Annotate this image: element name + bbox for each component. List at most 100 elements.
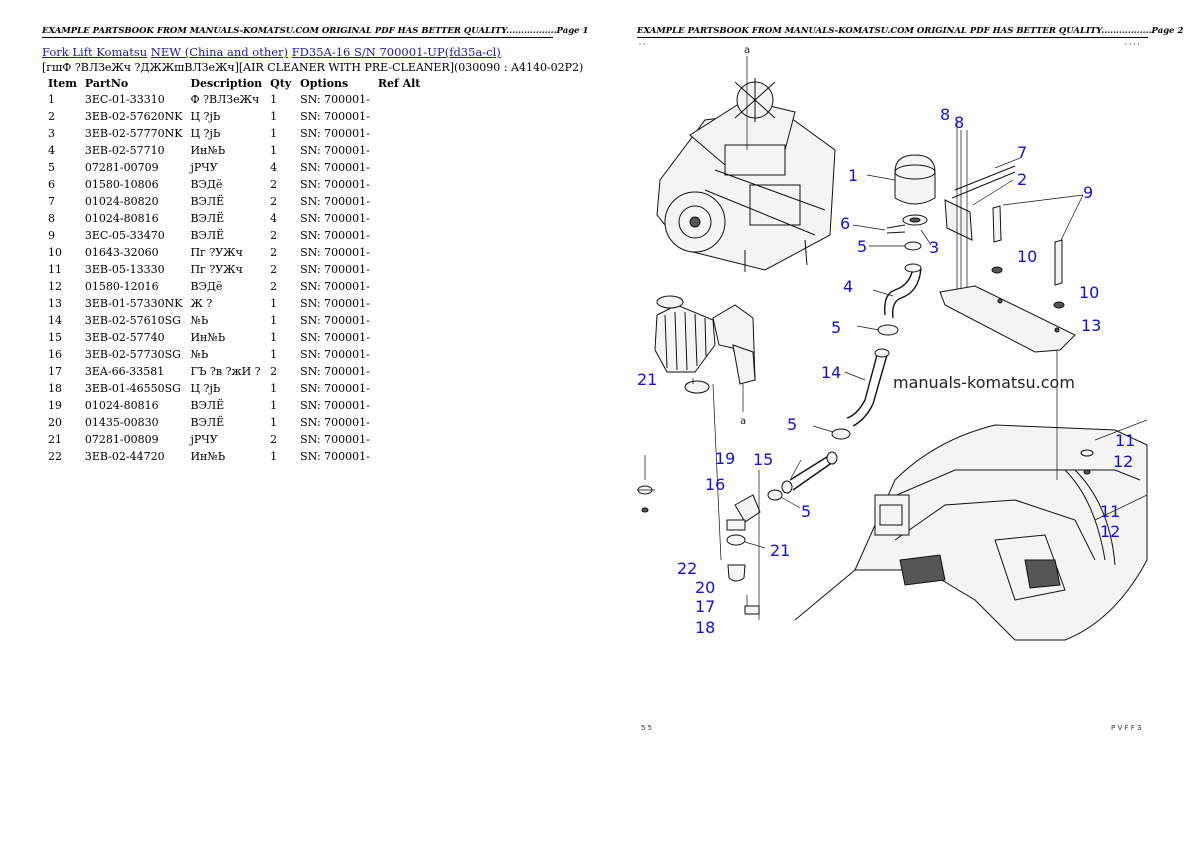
exploded-parts-diagram: ' ' ' ' ' ' a [637,42,1148,732]
callout-15: 15 [753,450,773,469]
cell-options: SN: 700001- [300,416,370,429]
pre-cleaner-assembly [886,120,1076,353]
cell-options: SN: 700001- [300,195,370,208]
cell-ref-alt [374,399,425,416]
callout-11-a: 11 [1115,431,1135,450]
cell-description: №Ь [190,348,209,361]
header-ref: Ref [377,77,399,90]
breadcrumb-link-model[interactable]: FD35A-16 S/N 700001-UP(fd35a-cl) [291,45,501,59]
cell-description: ВЭЛЁ [190,399,225,412]
cell-partno: 01024-80816 [84,212,159,225]
cell-description: Ж ? [190,297,213,310]
cell-partno: 3EC-01-33310 [84,93,165,106]
cell-qty: 1 [270,348,278,361]
cell-ref-alt [374,331,425,348]
cell-options: SN: 700001- [300,127,370,140]
cell-qty: 1 [270,127,278,140]
callout-5-d: 5 [801,502,811,521]
cell-options: SN: 700001- [300,161,370,174]
callout-1: 1 [848,166,858,185]
chassis-frame [794,350,1148,641]
cell-options: SN: 700001- [300,348,370,361]
callout-7: 7 [1017,143,1027,162]
callout-3: 3 [929,238,939,257]
callout-22: 22 [677,559,697,578]
cell-ref-alt [374,229,425,246]
cell-ref-alt [374,263,425,280]
cell-partno: 3EB-02-57620NK [84,110,183,123]
cell-options: SN: 700001- [300,246,370,259]
page-1: EXAMPLE PARTSBOOK FROM MANUALS-KOMATSU.C… [42,26,588,467]
cell-partno: 3EB-01-57330NK [84,297,183,310]
cell-qty: 2 [270,195,278,208]
breadcrumb-link-fork-lift[interactable]: Fork Lift Komatsu [42,45,148,59]
cell-qty: 2 [270,280,278,293]
cell-description: ВЭДё [190,178,223,191]
callout-5-a: 5 [857,237,867,256]
cell-item: 5 [48,161,55,174]
cell-qty: 1 [270,110,278,123]
breadcrumb-link-region[interactable]: NEW (China and other) [150,45,289,59]
callout-12-a: 12 [1113,452,1133,471]
callout-14: 14 [821,363,841,382]
cell-options: SN: 700001- [300,331,370,344]
cell-qty: 2 [270,263,278,276]
cell-partno: 07281-00709 [84,161,159,174]
header-alt: Alt [402,77,421,90]
cell-item: 12 [48,280,62,293]
cell-ref-alt [374,246,425,263]
cell-ref-alt [374,280,425,297]
cell-partno: 3EB-02-57770NK [84,127,183,140]
cell-item: 1 [48,93,55,106]
parts-table-header: Item PartNo Description Qty Options Ref … [44,76,424,93]
watermark: manuals-komatsu.com [893,373,1075,392]
header-options: Options [300,77,349,90]
cell-ref-alt [374,110,425,127]
cell-options: SN: 700001- [300,93,370,106]
cell-options: SN: 700001- [300,433,370,446]
cell-item: 16 [48,348,62,361]
cell-qty: 1 [270,144,278,157]
cell-qty: 2 [270,246,278,259]
cell-options: SN: 700001- [300,399,370,412]
callout-20: 20 [695,578,715,597]
cell-description: jРЧУ [190,161,218,174]
cell-ref-alt [374,178,425,195]
callout-8-a: 8 [940,105,950,124]
cell-description: Ин№Ь [190,450,226,463]
cell-ref-alt [374,212,425,229]
cell-item: 11 [48,263,62,276]
cell-item: 2 [48,110,55,123]
cell-options: SN: 700001- [300,382,370,395]
header-item: Item [48,77,77,90]
callout-10-b: 10 [1079,283,1099,302]
cell-description: Ф ?ВЛЗеЖч [190,93,260,106]
header-partno: PartNo [84,77,129,90]
cell-item: 15 [48,331,62,344]
cell-description: Пг ?УЖч [190,263,243,276]
cell-ref-alt [374,433,425,450]
cell-qty: 1 [270,297,278,310]
cell-ref-alt [374,314,425,331]
cell-item: 21 [48,433,62,446]
cell-item: 3 [48,127,55,140]
cell-description: ВЭЛЁ [190,416,225,429]
footer-right: P V F F 3 [1111,724,1141,732]
callout-5-b: 5 [831,318,841,337]
cell-qty: 1 [270,416,278,429]
cell-description: Ин№Ь [190,331,226,344]
cell-partno: 01580-10806 [84,178,159,191]
marker-a-top: a [744,45,750,56]
corner-mark-left: ' ' [639,42,645,50]
